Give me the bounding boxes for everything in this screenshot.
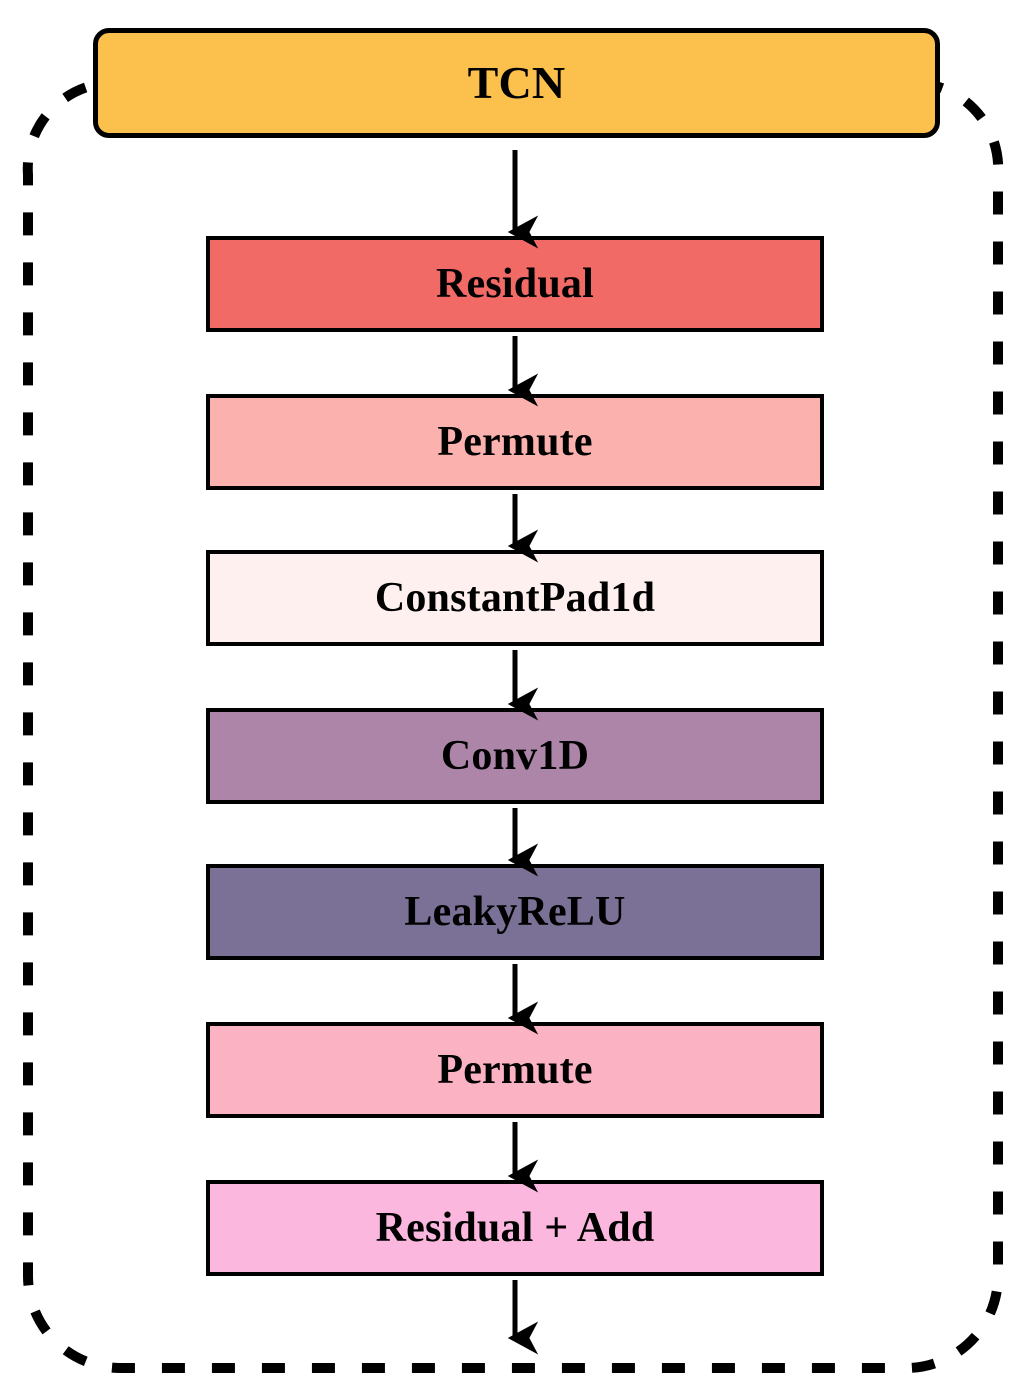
node-leakyrelu-label: LeakyReLU (404, 889, 626, 935)
tcn-header-block: TCN (93, 28, 940, 138)
node-constantpad1d: ConstantPad1d (206, 550, 824, 646)
node-residual: Residual (206, 236, 824, 332)
node-residual-label: Residual (436, 261, 594, 307)
node-conv1d-label: Conv1D (440, 733, 590, 779)
node-permute-1-label: Permute (437, 419, 593, 465)
node-residual-add-label: Residual + Add (375, 1205, 655, 1251)
node-residual-add: Residual + Add (206, 1180, 824, 1276)
node-permute-2: Permute (206, 1022, 824, 1118)
node-conv1d: Conv1D (206, 708, 824, 804)
node-constantpad1d-label: ConstantPad1d (374, 575, 656, 621)
tcn-header-label: TCN (467, 57, 566, 108)
node-leakyrelu: LeakyReLU (206, 864, 824, 960)
node-permute-2-label: Permute (437, 1047, 593, 1093)
node-permute-1: Permute (206, 394, 824, 490)
